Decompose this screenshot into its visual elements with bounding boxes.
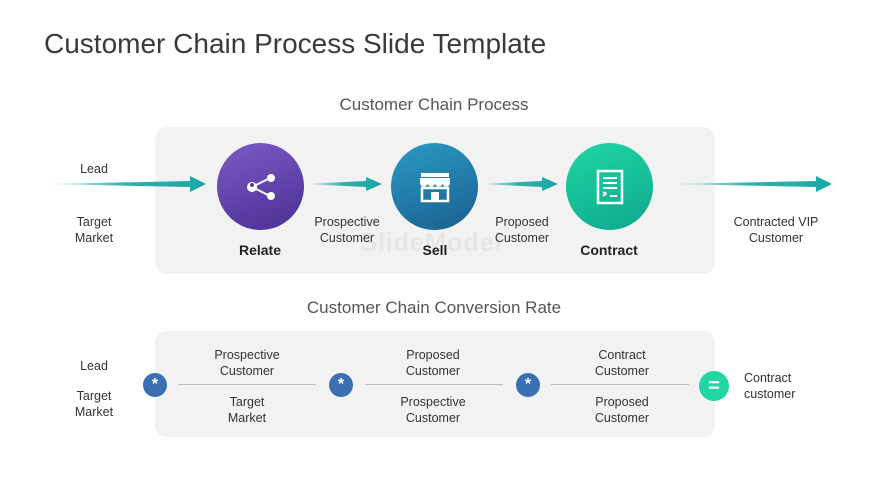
process-input-lead: Lead <box>80 162 108 176</box>
multiply-operator-2: * <box>329 373 353 397</box>
conversion-heading: Customer Chain Conversion Rate <box>306 298 562 317</box>
arrow-contract-to-output <box>667 176 832 192</box>
fraction-2-numerator-line1: Proposed <box>406 348 460 362</box>
output-line2: Customer <box>748 231 804 245</box>
between-prospective-line1: Prospective <box>314 215 380 229</box>
store-icon <box>419 172 450 202</box>
process-input-target: Target <box>76 215 112 229</box>
conversion-input-lead: Lead <box>80 359 108 373</box>
document-icon <box>596 169 623 204</box>
equals-operator: = <box>699 371 729 401</box>
stage-relate-label: Relate <box>238 242 282 258</box>
arrow-sell-to-contract <box>479 177 558 191</box>
fraction-1-divider <box>178 384 316 385</box>
conversion-input-target: Target <box>76 389 112 403</box>
between-proposed-line1: Proposed <box>495 215 549 229</box>
fraction-2-denominator-line1: Prospective <box>400 395 466 409</box>
multiply-operator-1: * <box>143 373 167 397</box>
result-line1: Contract <box>744 371 792 385</box>
arrow-relate-to-sell <box>305 177 382 191</box>
share-icon <box>246 173 275 200</box>
watermark: SlideModel <box>360 227 503 257</box>
fraction-2-denominator-line2: Customer <box>405 411 461 425</box>
fraction-3-denominator-line1: Proposed <box>595 395 649 409</box>
arrow-lead-to-relate <box>46 176 206 192</box>
stage-sell-circle <box>391 143 478 230</box>
stage-contract-label: Contract <box>580 242 638 258</box>
between-prospective-line2: Customer <box>319 231 375 245</box>
between-proposed-line2: Customer <box>494 231 550 245</box>
fraction-1-denominator-line1: Target <box>229 395 265 409</box>
process-heading: Customer Chain Process <box>339 95 529 114</box>
process-input-market: Market <box>74 231 114 245</box>
fraction-3-numerator-line2: Customer <box>594 364 650 378</box>
fraction-2-numerator-line2: Customer <box>405 364 461 378</box>
stage-relate-circle <box>217 143 304 230</box>
fraction-1-numerator-line2: Customer <box>219 364 275 378</box>
multiply-operator-3: * <box>516 373 540 397</box>
fraction-1-numerator-line1: Prospective <box>214 348 280 362</box>
stage-sell-label: Sell <box>422 242 448 258</box>
slide-title: Customer Chain Process Slide Template <box>44 28 547 59</box>
fraction-3-denominator-line2: Customer <box>594 411 650 425</box>
fraction-3-divider <box>551 384 689 385</box>
output-line1: Contracted VIP <box>733 215 819 229</box>
fraction-1-denominator-line2: Market <box>227 411 267 425</box>
stage-contract-circle <box>566 143 653 230</box>
conversion-input-market: Market <box>74 405 114 419</box>
fraction-3-numerator-line1: Contract <box>598 348 646 362</box>
fraction-2-divider <box>365 384 503 385</box>
result-line2: customer <box>744 387 796 401</box>
